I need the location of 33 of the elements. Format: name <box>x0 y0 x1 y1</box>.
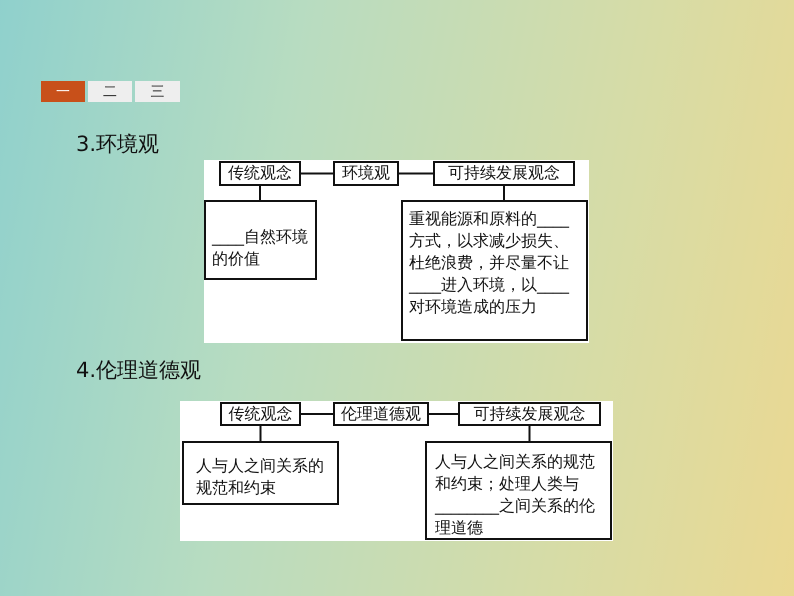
concept-box <box>220 402 301 426</box>
section-heading: 3.环境观 <box>76 131 160 158</box>
concept-box <box>333 161 399 186</box>
concept-box <box>458 402 601 426</box>
connector-line <box>301 172 333 174</box>
concept-label: 传统观念 <box>228 404 292 424</box>
content-box <box>204 200 317 280</box>
connector-line <box>429 413 458 415</box>
concept-label: 可持续发展观念 <box>448 163 560 184</box>
content-box <box>401 200 588 341</box>
concept-box <box>433 161 575 186</box>
connector-line <box>503 186 505 200</box>
connector-line <box>259 186 261 200</box>
connector-line <box>399 172 433 174</box>
connector-line <box>301 413 333 415</box>
section-heading: 4.伦理道德观 <box>76 357 202 384</box>
connector-line <box>528 426 530 441</box>
concept-box <box>333 402 429 426</box>
content-box <box>425 441 612 540</box>
description-text: 人与人之间关系的规范和约束 <box>196 455 325 499</box>
description-text: 人与人之间关系的规范和约束；处理人类与________之间关系的伦理道德 <box>435 451 596 539</box>
description-text: ____自然环境的价值 <box>212 226 309 270</box>
content-box <box>182 441 339 505</box>
active-tab: 一 <box>41 81 85 102</box>
concept-label: 可持续发展观念 <box>474 404 586 424</box>
connector-line <box>260 426 262 441</box>
tab: 三 <box>135 81 180 102</box>
concept-label: 传统观念 <box>228 163 292 184</box>
concept-label: 伦理道德观 <box>341 404 421 424</box>
concept-box <box>219 161 301 186</box>
description-text: 重视能源和原料的____方式，以求减少损失、杜绝浪费，并尽量不让____进入环境，以____对环境造成的压力 <box>409 208 570 318</box>
tab: 二 <box>88 81 132 102</box>
concept-label: 环境观 <box>342 163 390 184</box>
